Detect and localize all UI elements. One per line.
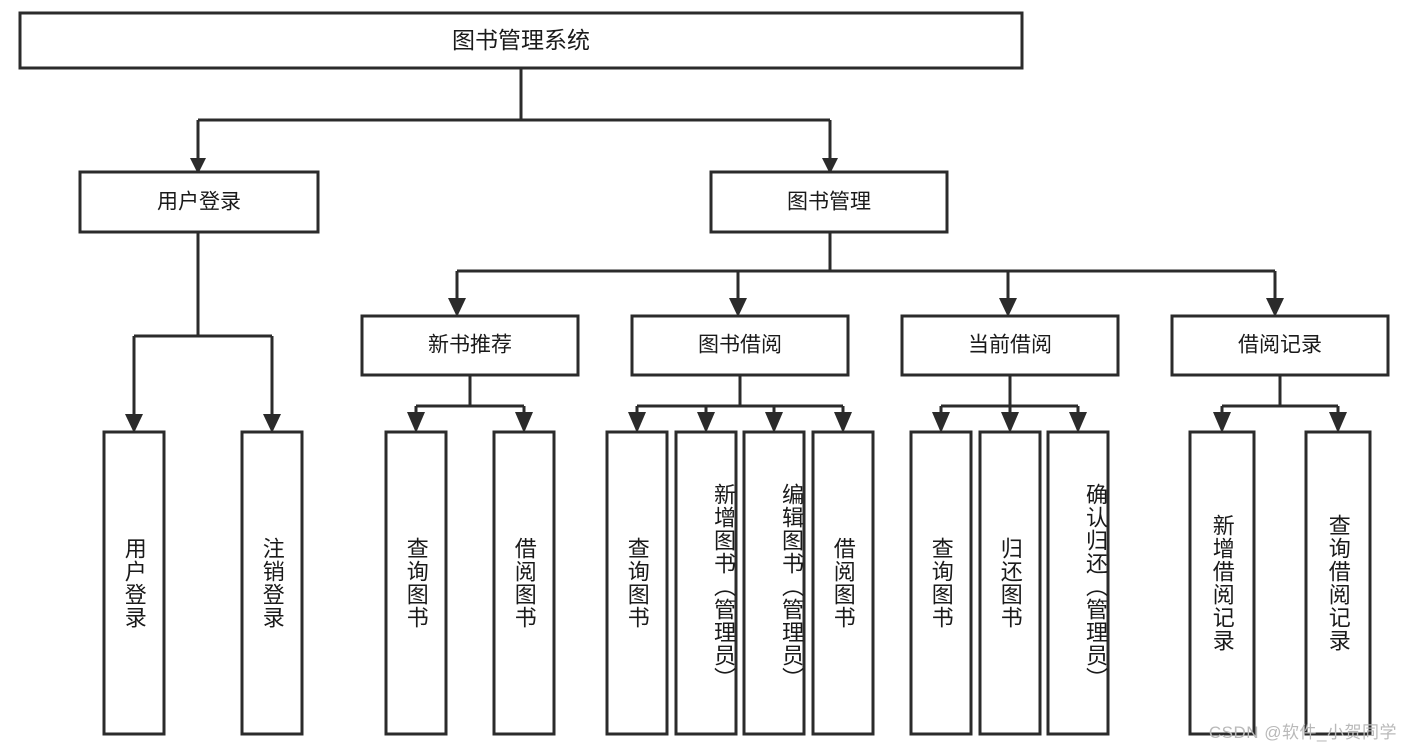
arrow-head-icon xyxy=(1001,412,1019,433)
node-root-system[interactable]: 图书管理系统 xyxy=(18,11,1024,70)
node-book-management-box[interactable] xyxy=(709,170,949,234)
node-root-label: 图书管理系统 xyxy=(452,27,590,53)
connector-group-book-borrow xyxy=(628,375,852,433)
arrow-head-icon xyxy=(697,412,715,433)
connector-currentborrow-to-leaves xyxy=(939,375,1080,416)
node-user-login[interactable]: 用户登录 xyxy=(78,170,320,234)
node-book-borrow-label: 图书借阅 xyxy=(698,334,782,357)
connector-group-root xyxy=(190,68,838,174)
arrow-head-icon xyxy=(999,298,1017,317)
leaf-box-add-book[interactable] xyxy=(674,430,738,736)
node-book-borrow-box[interactable] xyxy=(630,314,850,377)
leaf-box-borrow-book-1[interactable] xyxy=(492,430,556,736)
leaf-box-query-borrow-record[interactable] xyxy=(1304,430,1372,736)
node-book-management[interactable]: 图书管理 xyxy=(709,170,949,234)
leaf-box-borrow-book-2[interactable] xyxy=(811,430,875,736)
arrow-head-icon xyxy=(765,412,783,433)
leaf-box-query-book-3[interactable] xyxy=(909,430,973,736)
arrow-head-icon xyxy=(729,298,747,317)
arrow-head-icon xyxy=(1266,298,1284,317)
arrow-head-icon xyxy=(1213,412,1231,433)
connector-borrowrecord-to-leaves xyxy=(1220,375,1340,416)
node-current-borrow[interactable]: 当前借阅 xyxy=(900,314,1120,377)
watermark-text: CSDN @软件_小贺同学 xyxy=(1208,723,1397,742)
node-new-book-recommend-box[interactable] xyxy=(360,314,580,377)
connector-group-current-borrow xyxy=(932,375,1087,433)
leaf-box-query-book-2[interactable] xyxy=(605,430,669,736)
node-new-book-recommend[interactable]: 新书推荐 xyxy=(360,314,580,377)
leaf-box-query-book-1[interactable] xyxy=(384,430,448,736)
connector-newbook-to-leaves xyxy=(414,375,526,416)
arrow-head-icon xyxy=(125,414,143,433)
arrow-head-icon xyxy=(628,412,646,433)
connector-bookmgmt-to-level2 xyxy=(455,232,1277,300)
leaf-box-confirm-return[interactable] xyxy=(1046,430,1110,736)
leaf-box-user-login[interactable] xyxy=(102,430,166,736)
node-borrow-record-label: 借阅记录 xyxy=(1238,334,1322,357)
node-root-box[interactable] xyxy=(18,11,1024,70)
node-current-borrow-label: 当前借阅 xyxy=(968,334,1052,357)
connector-group-borrow-record xyxy=(1213,375,1347,433)
arrow-head-icon xyxy=(263,414,281,433)
leaf-box-add-borrow-record[interactable] xyxy=(1188,430,1256,736)
node-current-borrow-box[interactable] xyxy=(900,314,1120,377)
leaf-box-return-book[interactable] xyxy=(978,430,1042,736)
connector-root-to-level1 xyxy=(196,68,832,158)
arrow-head-icon xyxy=(190,158,206,174)
arrow-head-icon xyxy=(822,158,838,174)
node-borrow-record[interactable]: 借阅记录 xyxy=(1170,314,1390,377)
arrow-head-icon xyxy=(834,412,852,433)
arrow-head-icon xyxy=(932,412,950,433)
arrow-head-icon xyxy=(407,412,425,433)
node-user-login-box[interactable] xyxy=(78,170,320,234)
arrow-head-icon xyxy=(1069,412,1087,433)
leaf-box-logout[interactable] xyxy=(240,430,304,736)
node-borrow-record-box[interactable] xyxy=(1170,314,1390,377)
connector-group-new-book xyxy=(407,375,533,433)
arrow-head-icon xyxy=(1329,412,1347,433)
node-user-login-label: 用户登录 xyxy=(157,191,241,214)
node-new-book-recommend-label: 新书推荐 xyxy=(428,334,512,357)
node-book-management-label: 图书管理 xyxy=(787,191,871,214)
leaf-box-edit-book[interactable] xyxy=(742,430,806,736)
arrow-head-icon xyxy=(515,412,533,433)
connector-group-book-management xyxy=(448,232,1284,317)
arrow-head-icon xyxy=(448,298,466,317)
connector-userlogin-to-leaves xyxy=(132,232,274,416)
connector-bookborrow-to-leaves xyxy=(635,375,845,416)
connector-group-user-login xyxy=(125,232,281,433)
node-book-borrow[interactable]: 图书借阅 xyxy=(630,314,850,377)
